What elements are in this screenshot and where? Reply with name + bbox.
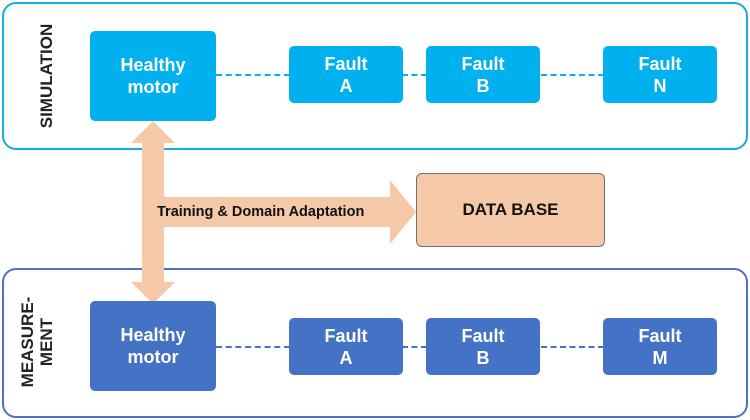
meas-fault-a-box: Fault A bbox=[289, 318, 403, 375]
sim-fault-a-line2: A bbox=[339, 75, 353, 96]
sim-healthy-line1: Healthy bbox=[120, 55, 186, 75]
sim-connector-1 bbox=[216, 74, 290, 76]
sim-fault-a-box: Fault A bbox=[289, 46, 403, 103]
arrow-to-database bbox=[153, 180, 416, 244]
sim-fault-n-box: Fault N bbox=[603, 46, 717, 103]
sim-fault-b-line1: Fault bbox=[461, 53, 505, 74]
meas-connector-2 bbox=[402, 346, 427, 348]
meas-healthy-line2: motor bbox=[127, 347, 179, 367]
arrow-label: Training & Domain Adaptation bbox=[157, 204, 365, 220]
database-label: DATA BASE bbox=[462, 200, 559, 219]
meas-fault-m-box: Fault M bbox=[603, 318, 717, 375]
sim-connector-2 bbox=[402, 74, 427, 76]
sim-connector-3 bbox=[541, 74, 604, 76]
meas-fault-m-line2: M bbox=[652, 347, 668, 368]
sim-fault-b-line2: B bbox=[476, 75, 490, 96]
sim-fault-n-line1: Fault bbox=[638, 53, 682, 74]
sim-fault-a-line1: Fault bbox=[324, 53, 368, 74]
meas-fault-a-line1: Fault bbox=[324, 325, 368, 346]
sim-healthy-line2: motor bbox=[127, 77, 179, 97]
sim-healthy-motor-box: Healthy motor bbox=[90, 31, 216, 121]
meas-connector-3 bbox=[541, 346, 604, 348]
sim-fault-n-line2: N bbox=[653, 75, 667, 96]
meas-fault-m-line1: Fault bbox=[638, 325, 682, 346]
meas-fault-a-line2: A bbox=[339, 347, 353, 368]
meas-healthy-line1: Healthy bbox=[120, 325, 186, 345]
meas-fault-b-box: Fault B bbox=[426, 318, 540, 375]
meas-fault-b-line2: B bbox=[476, 347, 490, 368]
sim-fault-b-box: Fault B bbox=[426, 46, 540, 103]
meas-healthy-motor-box: Healthy motor bbox=[90, 301, 216, 391]
database-box: DATA BASE bbox=[416, 173, 605, 247]
meas-fault-b-line1: Fault bbox=[461, 325, 505, 346]
meas-connector-1 bbox=[216, 346, 290, 348]
